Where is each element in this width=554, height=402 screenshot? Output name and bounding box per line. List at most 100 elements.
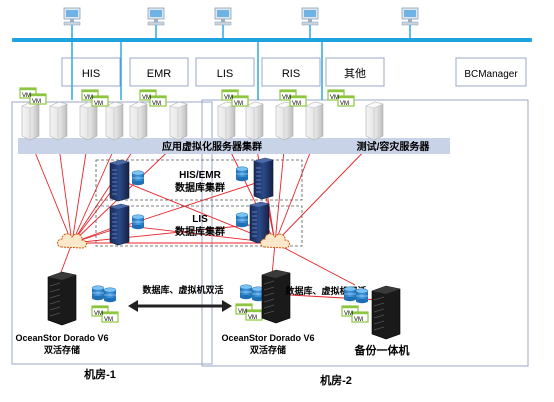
- pc-icon: [147, 7, 165, 38]
- server-icon: [129, 101, 148, 141]
- database-icon: [239, 284, 253, 300]
- vm-label: VM: [292, 101, 301, 107]
- pc-icon: [301, 7, 319, 38]
- his-emr-db-cluster-box: [95, 159, 303, 201]
- storage-array-icon: [261, 269, 291, 324]
- active-active-label: 数据库、虚拟机双活: [142, 284, 223, 295]
- database-icon: [355, 288, 369, 304]
- vm-groups-top: VM VM VM VM VM VM VM VM VM VM VM VM: [19, 87, 355, 107]
- app-boxes: HIS EMR LIS RIS 其他 BCManager: [61, 57, 527, 87]
- database-icon: [235, 166, 249, 182]
- app-box-bcmanager: BCManager: [455, 57, 527, 87]
- vm-group: VM VM: [341, 305, 369, 323]
- vm-label: VM: [330, 95, 339, 101]
- backup-label: 备份一体机: [354, 343, 410, 357]
- workstations: [63, 7, 419, 38]
- vm-group: VM VM: [139, 89, 167, 107]
- network-cloud-icon: [57, 233, 87, 249]
- vm-label: VM: [282, 95, 291, 101]
- lis-db-cluster: LIS 数据库集群: [109, 201, 270, 246]
- app-cluster-band-right: [214, 138, 450, 154]
- active-active-link: 数据库、虚拟机双活: [128, 284, 232, 312]
- app-label-lis: LIS: [217, 68, 234, 80]
- server-icon: [49, 101, 68, 141]
- app-label-bcmanager: BCManager: [464, 69, 518, 80]
- vm-label: VM: [234, 101, 243, 107]
- app-label-ris: RIS: [282, 68, 300, 80]
- his-emr-db-label: HIS/EMR: [179, 170, 221, 181]
- vm-group: VM VM: [279, 89, 307, 107]
- room-2-label: 机房-2: [320, 373, 352, 387]
- app-box-other: 其他: [325, 57, 385, 87]
- pc-icon: [63, 7, 81, 38]
- database-icon: [91, 285, 105, 301]
- database-icon: [131, 170, 145, 186]
- storage-right-caption: 双活存储: [250, 344, 286, 355]
- vm-label: VM: [248, 315, 257, 321]
- lis-db-sublabel: 数据库集群: [175, 225, 225, 238]
- database-icon: [235, 212, 249, 228]
- backup-appliance: VM VM 备份一体机: [341, 285, 410, 357]
- server-icon: [305, 101, 324, 141]
- storage-array-icon: [47, 271, 77, 326]
- his-emr-db-sublabel: 数据库集群: [175, 181, 225, 194]
- app-box-lis: LIS: [195, 57, 255, 87]
- pc-icon: [214, 7, 232, 38]
- room-1-label: 机房-1: [84, 367, 116, 381]
- app-label-his: HIS: [82, 68, 100, 80]
- server-icon: [275, 101, 294, 141]
- vm-group: VM VM: [19, 87, 47, 105]
- vm-label: VM: [94, 101, 103, 107]
- storage-right: VM VM OceanStor Dorado V6 双活存储 数据库、虚拟机双活: [221, 269, 367, 355]
- database-icon: [343, 286, 357, 302]
- test-dr-label: 测试/容灾服务器: [357, 140, 431, 153]
- db-rack-icon: [109, 203, 130, 246]
- storage-left-model: OceanStor Dorado V6: [15, 333, 108, 343]
- room-1-boundary: [11, 101, 213, 365]
- storage-left: VM VM OceanStor Dorado V6 双活存储: [15, 271, 119, 355]
- app-label-other: 其他: [344, 67, 366, 80]
- app-box-ris: RIS: [261, 57, 321, 87]
- server-icon: [105, 101, 124, 141]
- his-emr-db-cluster: HIS/EMR 数据库集群: [109, 157, 274, 202]
- app-label-emr: EMR: [147, 68, 172, 80]
- backbone-links: [71, 42, 323, 100]
- vm-group: VM VM: [327, 89, 355, 107]
- vm-label: VM: [340, 101, 349, 107]
- vm-label: VM: [104, 317, 113, 323]
- vm-label: VM: [94, 311, 103, 317]
- app-box-his: HIS: [61, 57, 121, 87]
- server-icon: [365, 101, 384, 141]
- backup-storage-icon: [371, 285, 401, 340]
- storage-left-caption: 双活存储: [44, 344, 80, 355]
- vm-group: VM VM: [91, 305, 119, 323]
- lis-db-label: LIS: [192, 214, 208, 225]
- room-2-boundary: [201, 99, 529, 367]
- vm-label: VM: [152, 101, 161, 107]
- pc-icon: [401, 7, 419, 38]
- database-icon: [131, 214, 145, 230]
- vm-label: VM: [354, 317, 363, 323]
- storage-right-model: OceanStor Dorado V6: [221, 333, 314, 343]
- database-icon: [103, 287, 117, 303]
- vm-label: VM: [84, 95, 93, 101]
- app-cluster-band-left: [18, 138, 214, 154]
- app-cluster-label: 应用虚拟化服务器集群: [162, 140, 262, 153]
- vm-group: VM VM: [81, 89, 109, 107]
- network-backbone: [12, 38, 532, 42]
- backup-link-label: 数据库、虚拟机双活: [285, 285, 366, 296]
- server-icon: [217, 101, 236, 141]
- vm-label: VM: [238, 309, 247, 315]
- vm-label: VM: [344, 311, 353, 317]
- vm-group: VM VM: [221, 89, 249, 107]
- vm-label: VM: [22, 93, 31, 99]
- server-icon: [169, 101, 188, 141]
- lis-db-cluster-box: [95, 205, 303, 247]
- vm-label: VM: [142, 95, 151, 101]
- server-icon: [245, 101, 264, 141]
- db-rack-icon: [253, 157, 274, 200]
- vm-label: VM: [32, 99, 41, 105]
- db-rack-icon: [109, 159, 130, 202]
- server-icon: [79, 101, 98, 141]
